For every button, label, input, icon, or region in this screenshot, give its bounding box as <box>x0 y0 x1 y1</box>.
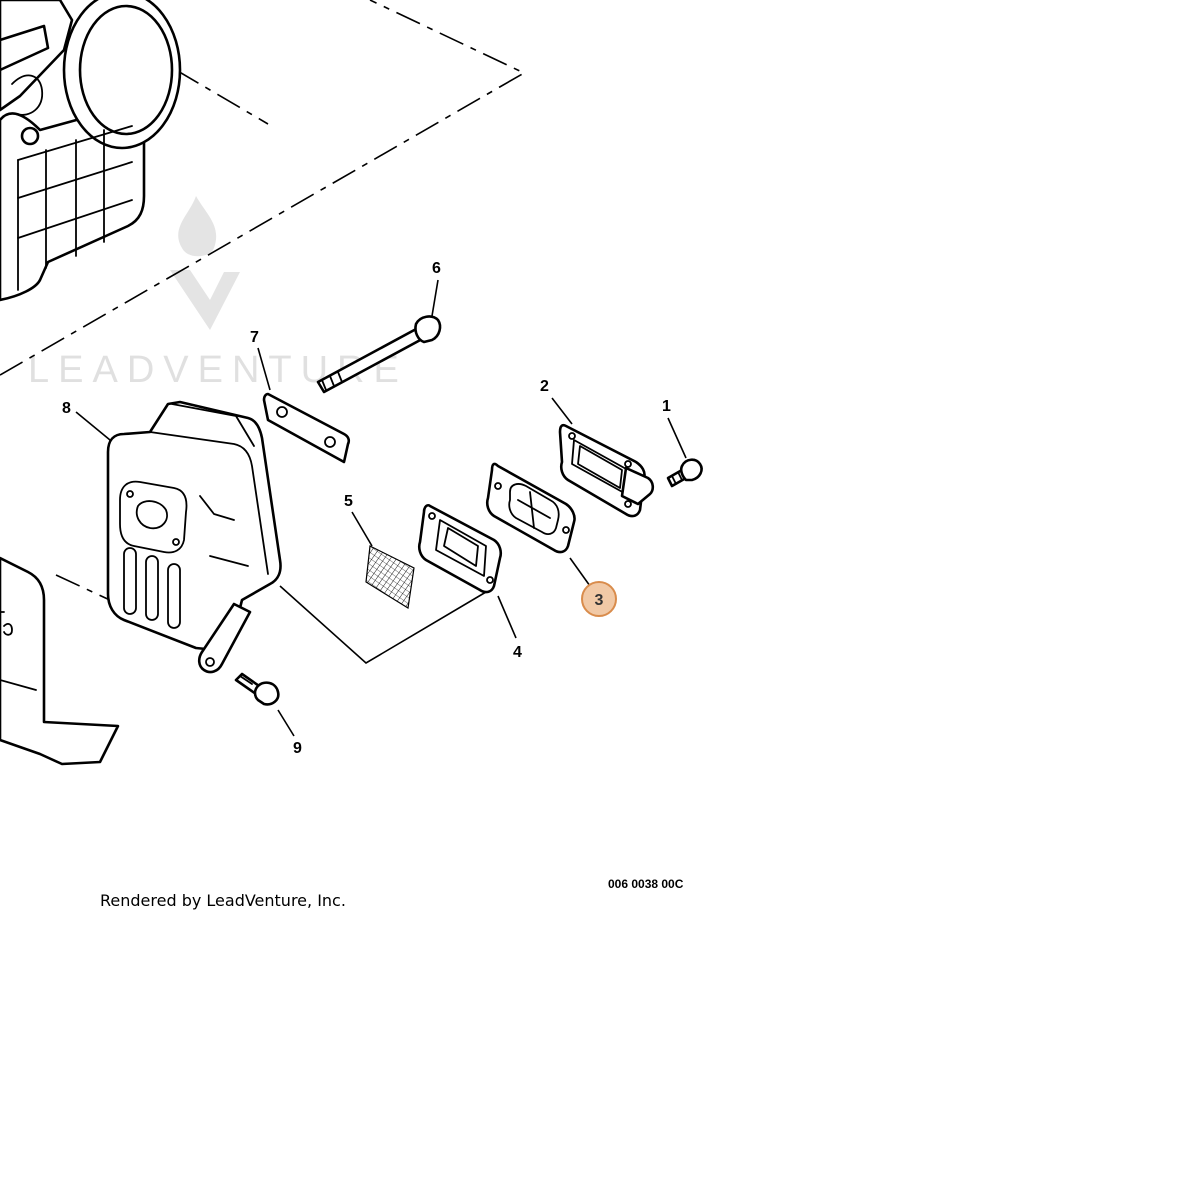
callout-1[interactable]: 1 <box>662 398 671 415</box>
gasket-part-3 <box>485 462 576 554</box>
callout-6[interactable]: 6 <box>432 260 441 277</box>
leader-lines <box>75 279 687 737</box>
plate-part-7 <box>262 392 351 464</box>
callout-9[interactable]: 9 <box>293 740 302 757</box>
callout-8[interactable]: 8 <box>62 400 71 417</box>
muffler-part-8 <box>106 400 282 674</box>
callout-7[interactable]: 7 <box>250 329 259 346</box>
screw-part-1 <box>666 458 703 488</box>
drawing-code: 006 0038 00C <box>608 877 684 891</box>
callout-3-highlight[interactable]: 3 <box>581 581 617 617</box>
highlight-circle[interactable] <box>581 581 617 617</box>
assembly-guide-lines <box>0 0 526 664</box>
callout-labels: 1 2 4 5 6 7 8 9 <box>62 260 671 757</box>
long-bolt-part-6 <box>316 315 442 394</box>
callout-5[interactable]: 5 <box>344 493 353 510</box>
callout-2[interactable]: 2 <box>540 378 549 395</box>
callout-3[interactable]: 3 <box>595 592 604 609</box>
screw-part-9 <box>234 672 280 706</box>
rendered-by-credit: Rendered by LeadVenture, Inc. <box>100 891 346 910</box>
callout-4[interactable]: 4 <box>513 644 522 661</box>
engine-bracket <box>0 556 120 766</box>
engine-housing <box>0 0 182 302</box>
flange-part-2 <box>558 423 655 518</box>
screen-part-5 <box>365 545 415 609</box>
gasket-part-4 <box>417 503 503 594</box>
